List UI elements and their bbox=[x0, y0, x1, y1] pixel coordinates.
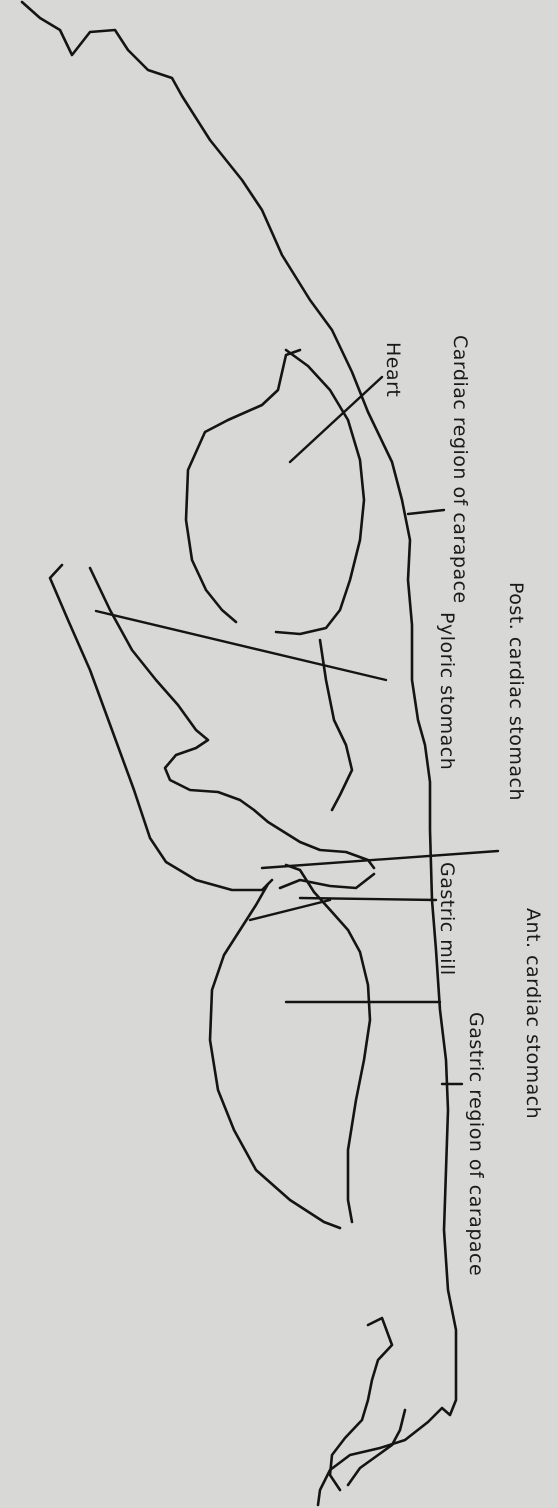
heart-outline-inner bbox=[276, 350, 364, 634]
pyloric-stomach-leader-line bbox=[96, 611, 386, 680]
label-gastric-mill: Gastric mill bbox=[436, 862, 458, 976]
label-ant-cardiac-stomach: Ant. cardiac stomach bbox=[522, 908, 544, 1119]
label-cardiac-region: Cardiac region of carapace bbox=[449, 335, 471, 604]
gastric-mill-leader-line bbox=[250, 900, 330, 920]
label-heart: Heart bbox=[382, 342, 404, 397]
heart-leader-line bbox=[290, 377, 382, 462]
label-post-cardiac-stomach: Post. cardiac stomach bbox=[505, 582, 527, 801]
post-cardiac-stomach-outline bbox=[50, 565, 272, 890]
post-cardiac-inner-outline bbox=[90, 568, 374, 868]
label-gastric-region: Gastric region of carapace bbox=[465, 1012, 487, 1276]
cardiac-region-leader-line bbox=[408, 510, 444, 514]
label-pyloric-stomach: Pyloric stomach bbox=[436, 612, 458, 770]
heart-outline bbox=[186, 350, 300, 622]
gastric-mill-inner-outline bbox=[280, 874, 374, 888]
carapace-outline bbox=[22, 2, 456, 1505]
post-cardiac-stomach-leader-line bbox=[262, 851, 498, 868]
gastric-mill-outline bbox=[286, 865, 370, 1222]
ant-cardiac-stomach-outline bbox=[210, 884, 340, 1228]
